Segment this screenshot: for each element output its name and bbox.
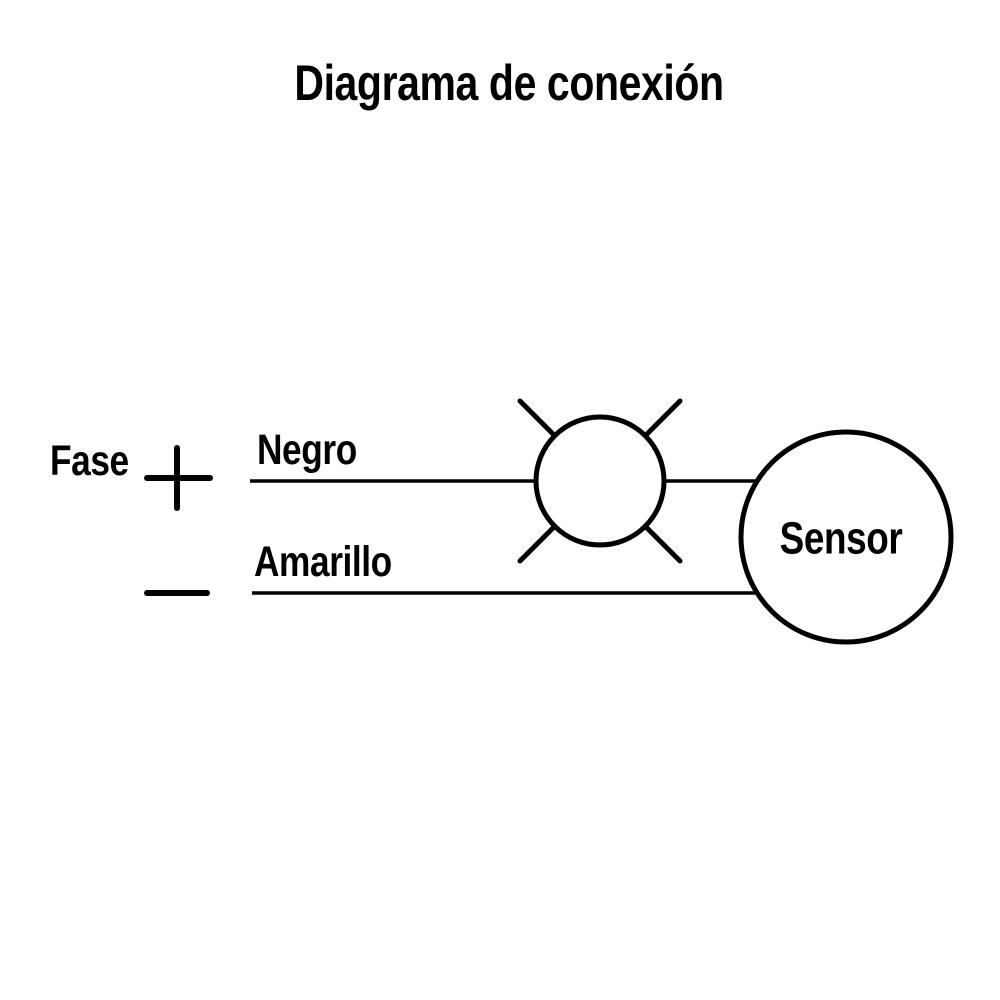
lamp-ray-top-left xyxy=(517,398,556,437)
lamp-ray-bottom-left xyxy=(517,525,556,564)
amarillo-wire-label: Amarillo xyxy=(254,538,392,586)
sensor-circle xyxy=(738,429,954,645)
sensor-label: Sensor xyxy=(779,512,903,564)
lamp-ray-top-right xyxy=(644,398,683,437)
lamp-circle xyxy=(533,414,667,548)
plus-icon xyxy=(144,445,213,511)
lamp-ray-bottom-right xyxy=(644,525,683,564)
fase-label: Fase xyxy=(50,437,129,485)
lamp-icon xyxy=(517,398,683,564)
page-title: Diagrama de conexión xyxy=(294,55,724,111)
negro-wire-label: Negro xyxy=(257,426,357,474)
